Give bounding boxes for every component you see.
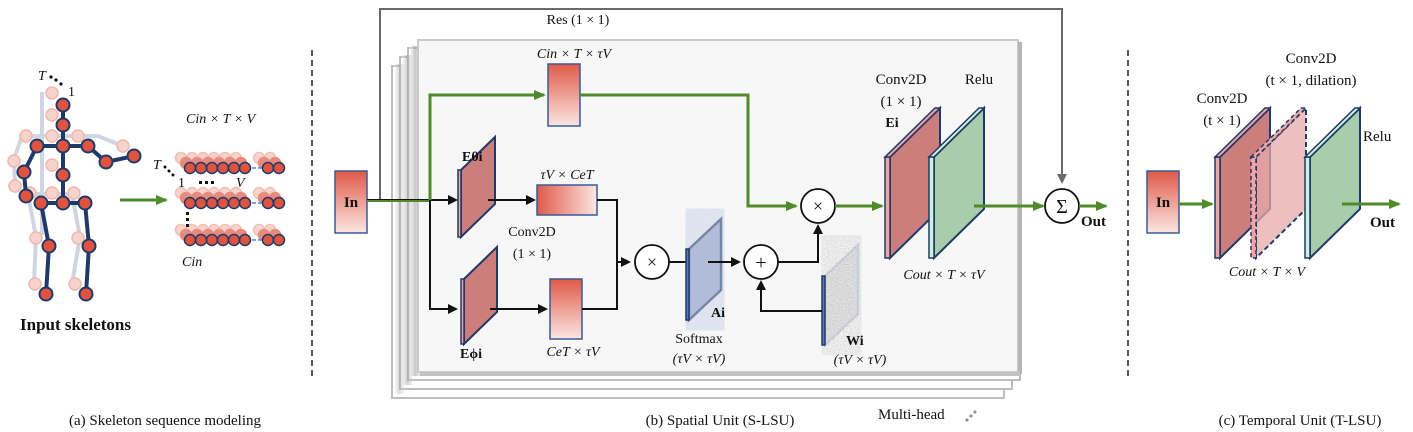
joint <box>227 161 241 175</box>
joint <box>216 196 230 210</box>
joint <box>261 161 275 175</box>
caption-b: (b) Spatial Unit (S-LSU) <box>646 413 795 429</box>
add-to-multiply-arrow <box>778 224 823 263</box>
conv-kernel-label: (1 × 1) <box>513 247 552 262</box>
grid-cin-label: Cin <box>182 255 202 270</box>
conv1-kernel-label: (t × 1) <box>1203 113 1241 129</box>
joint <box>194 161 208 175</box>
conv2-label: Conv2D <box>1286 51 1337 67</box>
e-theta-label: Eθi <box>462 150 483 165</box>
joint <box>216 161 230 175</box>
panel-c: In Out Conv2D (t × 1) Conv2D (t × 1, dil… <box>1127 50 1401 429</box>
joint <box>205 196 219 210</box>
w-to-add-arrow <box>756 280 822 312</box>
residual-connection <box>379 8 1067 200</box>
joint <box>183 161 197 175</box>
skeleton-frame-1-joints <box>16 97 142 302</box>
grid-v-dots <box>199 181 214 184</box>
w-label: Wi <box>846 334 864 349</box>
s-lsu-in-label: In <box>344 195 359 211</box>
e-theta-conv <box>457 134 496 240</box>
in-to-ephi-arrow <box>429 200 458 314</box>
t-lsu-relu <box>1303 105 1362 261</box>
joint <box>205 233 219 247</box>
panel-b: Res (1 × 1) In Cin × T × τV <box>334 8 1108 429</box>
s-lsu-input: In <box>334 170 368 234</box>
attention-multiply-symbol: × <box>647 252 657 272</box>
input-skeletons-label: Input skeletons <box>20 315 131 334</box>
frame-t-label: T <box>38 69 47 84</box>
s-lsu-relu <box>927 105 986 261</box>
joint <box>227 233 241 247</box>
softmax-shape-label: (τV × τV) <box>673 352 726 367</box>
t-lsu-relu-label: Relu <box>1363 129 1392 145</box>
w-shape-label: (τV × τV) <box>834 353 887 368</box>
caption-c: (c) Temporal Unit (T-LSU) <box>1219 413 1382 429</box>
t-lsu-input: In <box>1146 170 1180 234</box>
joint <box>194 196 208 210</box>
in-to-value-arrow <box>428 90 546 200</box>
a-label: Ai <box>711 306 725 321</box>
t-lsu-out-label: Out <box>1370 215 1395 231</box>
grid-v-label: V <box>236 176 246 191</box>
joint <box>238 233 252 247</box>
frame-dots <box>49 75 63 86</box>
joint <box>205 161 219 175</box>
out-shape-label: Cout × T × τV <box>903 268 986 283</box>
frame-1-label: 1 <box>68 85 75 100</box>
t-lsu-shape-label: Cout × T × V <box>1229 265 1307 280</box>
joint <box>261 196 275 210</box>
panel-a: T 1 Input skeletons Cin × T × V T 1 V Ci… <box>7 50 313 429</box>
softmax-label: Softmax <box>675 332 722 347</box>
e-phi-conv <box>460 244 498 347</box>
joint <box>227 196 241 210</box>
joint <box>272 233 286 247</box>
s-lsu-relu-label: Relu <box>965 72 994 88</box>
value-shape-label: Cin × T × τV <box>537 47 613 62</box>
learnable-matrix-w <box>821 242 860 348</box>
phi-feature-block <box>549 278 583 340</box>
t-lsu-in-label: In <box>1156 195 1171 211</box>
joint-grid <box>174 151 286 247</box>
value-to-multiply-arrow <box>580 93 798 211</box>
theta-feature-block <box>536 184 598 216</box>
joint <box>183 233 197 247</box>
out-conv-label: Conv2D <box>876 72 927 88</box>
s-lsu-out-label: Out <box>1081 214 1106 230</box>
multi-head-label: Multi-head <box>878 407 945 423</box>
grid-t-dots <box>163 165 175 177</box>
grid-cin-dots <box>186 212 189 227</box>
joint <box>216 233 230 247</box>
joint <box>238 196 252 210</box>
phi-shape-label: CeT × τV <box>546 345 601 360</box>
joint <box>238 161 252 175</box>
conv2-kernel-label: (t × 1, dilation) <box>1266 73 1357 89</box>
tensor-shape-label: Cin × T × V <box>186 112 257 127</box>
e-label: Ei <box>885 116 898 131</box>
joint <box>272 161 286 175</box>
sum-symbol: Σ <box>1056 196 1068 218</box>
joint <box>183 196 197 210</box>
conv-label: Conv2D <box>508 225 555 240</box>
dilated-temporal-conv <box>1249 105 1308 261</box>
joint <box>272 196 286 210</box>
attention-map-a <box>685 216 723 323</box>
grid-t-label: T <box>153 158 162 173</box>
residual-label: Res (1 × 1) <box>547 13 610 28</box>
joint <box>261 233 275 247</box>
add-symbol: + <box>755 252 766 274</box>
theta-shape-label: τV × CeT <box>540 168 594 183</box>
value-feature-block <box>547 63 581 127</box>
multi-head-dots <box>965 410 977 422</box>
grid-1-label: 1 <box>178 176 185 191</box>
to-attn-multiply-arrow <box>582 257 631 310</box>
e-phi-label: Eϕi <box>460 347 482 362</box>
caption-a: (a) Skeleton sequence modeling <box>69 413 262 429</box>
joint <box>194 233 208 247</box>
out-conv-kernel-label: (1 × 1) <box>881 94 922 110</box>
conv1-label: Conv2D <box>1197 91 1248 107</box>
output-multiply-symbol: × <box>813 196 823 216</box>
